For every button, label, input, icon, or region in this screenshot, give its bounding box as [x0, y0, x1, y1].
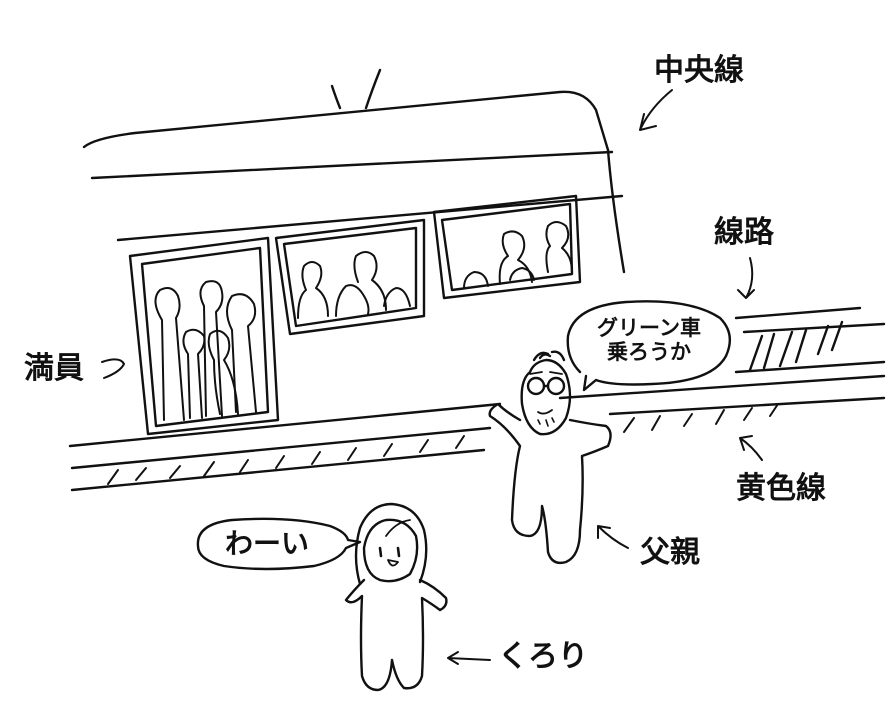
kurori-speech: わーい — [224, 527, 309, 560]
pantograph — [330, 68, 382, 110]
label-yellow-line: 黄色線 — [736, 471, 826, 506]
kurori-body — [344, 578, 448, 692]
platform-line-2 — [70, 426, 492, 470]
arrow-crowded — [101, 358, 125, 379]
father-body — [488, 402, 612, 565]
father-speech: グリーン車 乗ろうか — [586, 316, 712, 364]
label-chuo-line: 中央線 — [654, 53, 744, 88]
passengers-left — [154, 280, 257, 421]
passengers-middle — [297, 251, 411, 319]
father-speech-line2: 乗ろうか — [607, 340, 691, 365]
train-roof — [82, 90, 610, 152]
yellow-line-hatching — [107, 403, 779, 485]
window-left — [128, 236, 280, 436]
father-head — [520, 358, 572, 436]
train-bottom-line — [116, 194, 624, 242]
track — [734, 306, 886, 374]
kurori-speech-bubble — [196, 517, 362, 571]
train-side — [606, 148, 626, 274]
arrow-chuo — [639, 89, 673, 131]
platform — [68, 374, 886, 492]
father-speech-bubble — [566, 300, 732, 392]
label-crowded: 満員 — [24, 351, 84, 386]
arrow-kurori — [447, 651, 491, 665]
window-right — [432, 194, 582, 300]
kurori-hair — [354, 502, 428, 586]
label-kurori: くろり — [498, 639, 588, 674]
train-windows — [128, 194, 582, 436]
label-track: 線路 — [714, 215, 774, 250]
window-middle — [274, 218, 426, 336]
label-father: 父親 — [640, 535, 700, 570]
passengers-right — [463, 221, 573, 289]
kurori — [344, 502, 448, 692]
platform-edge-top-right — [558, 374, 886, 400]
kurori-face — [362, 518, 419, 583]
platform-line-2-right — [608, 396, 886, 416]
arrow-track — [737, 257, 755, 299]
father — [488, 350, 612, 565]
arrows — [101, 89, 763, 665]
platform-edge-top — [68, 402, 502, 448]
father-speech-line1: グリーン車 — [597, 316, 701, 340]
train-roof-edge — [90, 150, 614, 180]
arrow-father — [597, 525, 629, 549]
speech-bubbles — [196, 300, 732, 571]
train-car — [82, 68, 626, 274]
arrow-yellow — [739, 435, 763, 461]
yellow-line-bottom — [70, 448, 486, 492]
